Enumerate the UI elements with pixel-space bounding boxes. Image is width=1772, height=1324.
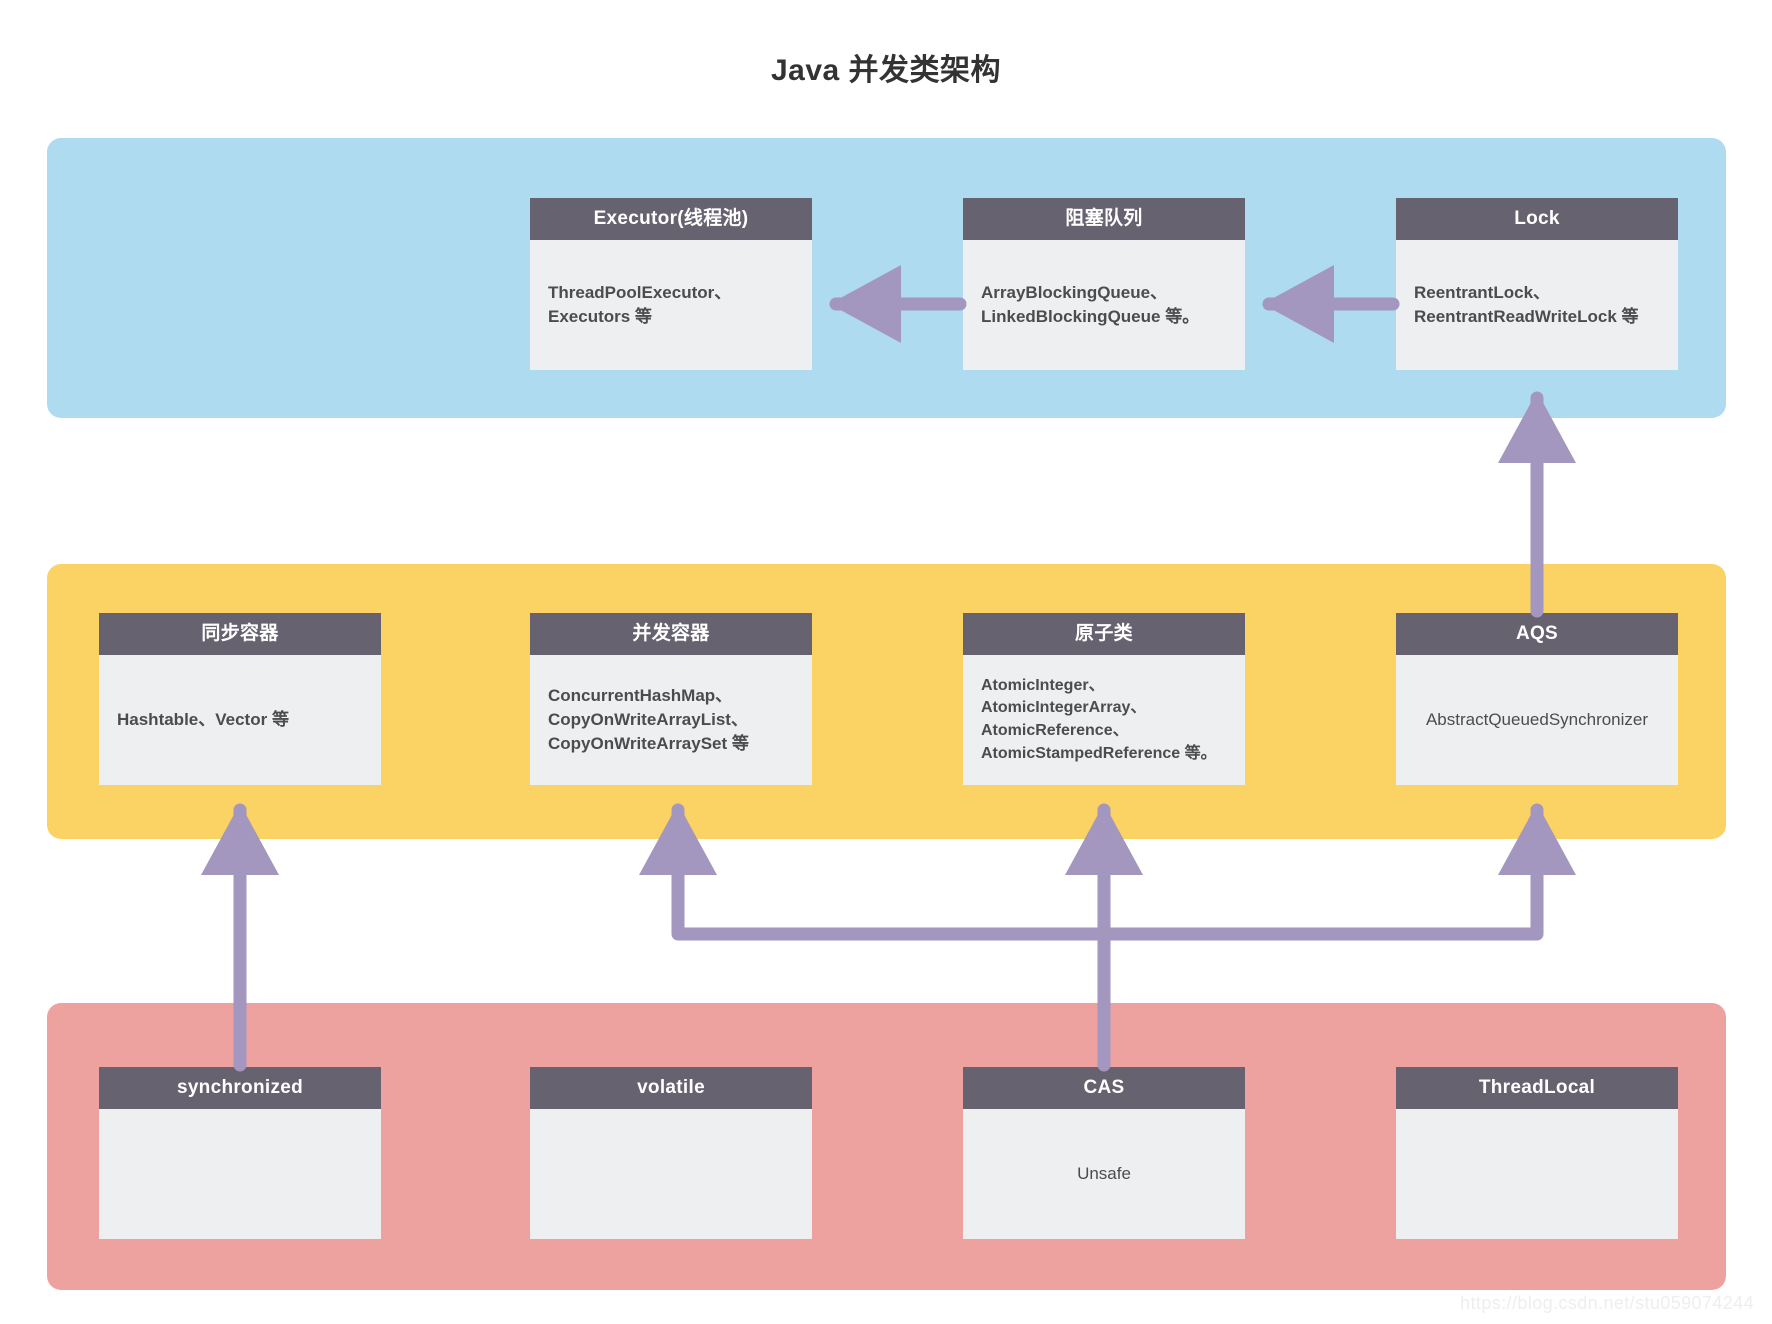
card-cas-body: Unsafe <box>963 1109 1245 1239</box>
card-cas-line-0: Unsafe <box>1077 1163 1131 1183</box>
card-blocking-queue[interactable]: 阻塞队列 ArrayBlockingQueue、 LinkedBlockingQ… <box>963 198 1245 370</box>
card-cas-title: CAS <box>963 1067 1245 1109</box>
card-aqs-line-0: AbstractQueuedSynchronizer <box>1425 709 1649 729</box>
card-concurrent-container-title: 并发容器 <box>530 613 812 655</box>
card-synchronized[interactable]: synchronized <box>99 1067 381 1239</box>
card-sync-container-line-0: Hashtable、Vector 等 <box>117 709 289 729</box>
card-blocking-queue-body: ArrayBlockingQueue、 LinkedBlockingQueue … <box>963 240 1245 370</box>
card-sync-container-title: 同步容器 <box>99 613 381 655</box>
card-cas[interactable]: CAS Unsafe <box>963 1067 1245 1239</box>
card-executor-line-0: ThreadPoolExecutor、 <box>548 282 732 302</box>
card-lock-body: ReentrantLock、 ReentrantReadWriteLock 等 <box>1396 240 1678 370</box>
card-executor[interactable]: Executor(线程池) ThreadPoolExecutor、 Execut… <box>530 198 812 370</box>
card-volatile-title: volatile <box>530 1067 812 1109</box>
card-atomic-line-2: AtomicReference、 <box>981 722 1129 739</box>
card-atomic[interactable]: 原子类 AtomicInteger、 AtomicIntegerArray、 A… <box>963 613 1245 785</box>
card-aqs-title: AQS <box>1396 613 1678 655</box>
card-concurrent-container-line-1: CopyOnWriteArrayList、 <box>548 709 748 729</box>
card-blocking-queue-title: 阻塞队列 <box>963 198 1245 240</box>
card-blocking-queue-line-1: LinkedBlockingQueue 等。 <box>981 307 1200 326</box>
card-threadlocal[interactable]: ThreadLocal <box>1396 1067 1678 1239</box>
card-lock-line-1: ReentrantReadWriteLock 等 <box>1414 307 1639 326</box>
card-concurrent-container-body: ConcurrentHashMap、 CopyOnWriteArrayList、… <box>530 655 812 785</box>
card-lock-line-0: ReentrantLock、 <box>1414 282 1551 302</box>
card-concurrent-container-line-2: CopyOnWriteArraySet 等 <box>548 734 749 754</box>
card-aqs[interactable]: AQS AbstractQueuedSynchronizer <box>1396 613 1678 785</box>
card-synchronized-title: synchronized <box>99 1067 381 1109</box>
card-synchronized-body <box>99 1109 381 1239</box>
card-atomic-title: 原子类 <box>963 613 1245 655</box>
card-atomic-line-0: AtomicInteger、 <box>981 676 1105 694</box>
card-atomic-line-1: AtomicIntegerArray、 <box>981 699 1147 717</box>
card-lock-title: Lock <box>1396 198 1678 240</box>
card-atomic-body: AtomicInteger、 AtomicIntegerArray、 Atomi… <box>963 655 1245 785</box>
card-sync-container-body: Hashtable、Vector 等 <box>99 655 381 785</box>
card-executor-title: Executor(线程池) <box>530 198 812 240</box>
page-title: Java 并发类架构 <box>770 54 1002 87</box>
card-aqs-body: AbstractQueuedSynchronizer <box>1396 655 1678 785</box>
card-executor-line-1: Executors 等 <box>548 307 652 326</box>
card-threadlocal-body <box>1396 1109 1678 1239</box>
card-concurrent-container[interactable]: 并发容器 ConcurrentHashMap、 CopyOnWriteArray… <box>530 613 812 785</box>
card-concurrent-container-line-0: ConcurrentHashMap、 <box>548 685 733 705</box>
card-sync-container[interactable]: 同步容器 Hashtable、Vector 等 <box>99 613 381 785</box>
card-lock[interactable]: Lock ReentrantLock、 ReentrantReadWriteLo… <box>1396 198 1678 370</box>
card-threadlocal-title: ThreadLocal <box>1396 1067 1678 1109</box>
card-volatile[interactable]: volatile <box>530 1067 812 1239</box>
card-executor-body: ThreadPoolExecutor、 Executors 等 <box>530 240 812 370</box>
card-blocking-queue-line-0: ArrayBlockingQueue、 <box>981 282 1168 302</box>
card-atomic-line-3: AtomicStampedReference 等。 <box>981 744 1217 762</box>
card-volatile-body <box>530 1109 812 1239</box>
watermark: https://blog.csdn.net/stu059074244 <box>1460 1293 1754 1313</box>
